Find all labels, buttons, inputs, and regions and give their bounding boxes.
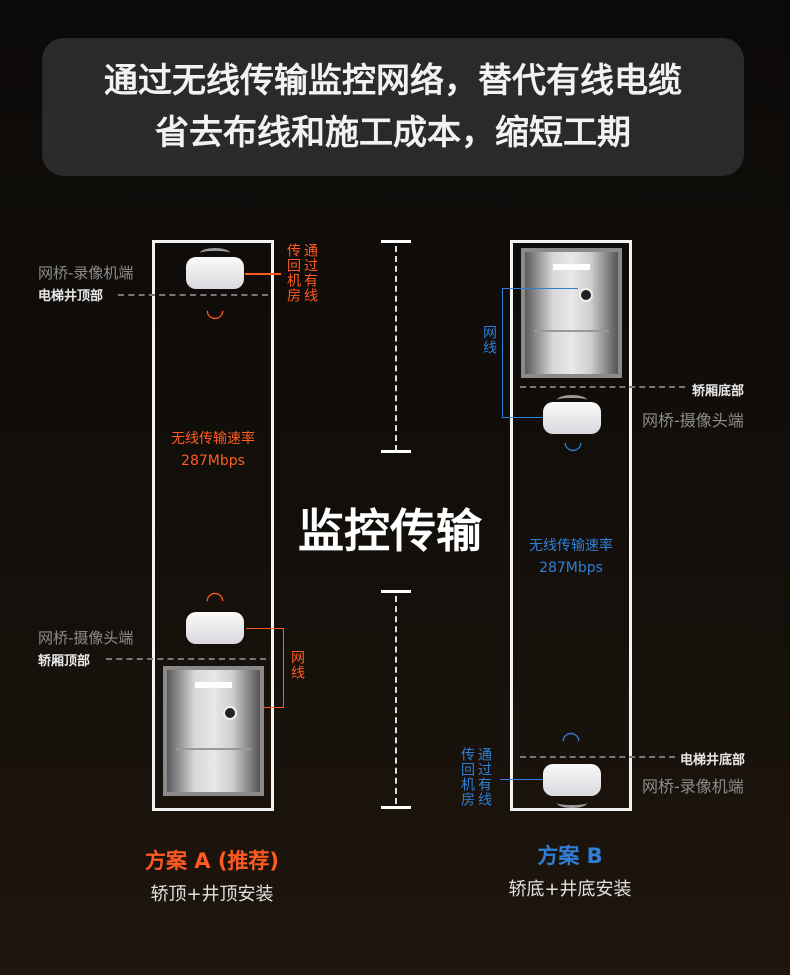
- plan-a-top-cable: [245, 273, 281, 275]
- plan-b-bottom-bridge-device: [543, 764, 601, 796]
- plan-b-bottom-mount: [557, 798, 587, 808]
- plan-a-bottom-dashline: [106, 658, 266, 660]
- plan-b-rate: 无线传输速率 287Mbps: [512, 535, 630, 579]
- plan-b-rate-label: 无线传输速率: [529, 538, 613, 554]
- headline-line-1: 通过无线传输监控网络，替代有线电缆: [104, 61, 682, 101]
- plan-a-bottom-position-label: 轿厢顶部: [38, 654, 91, 669]
- plan-a-cable-line: [246, 628, 284, 708]
- headline-banner: 通过无线传输监控网络，替代有线电缆 省去布线和施工成本，缩短工期: [42, 38, 744, 176]
- plan-b-bottom-device-label: 网桥-录像机端: [642, 777, 744, 796]
- plan-a-elevator-car: [163, 666, 264, 796]
- plan-b-rate-value: 287Mbps: [539, 560, 603, 576]
- plan-a-top-wifi-icon: ◠: [205, 299, 225, 324]
- plan-b-subtitle: 轿底+井底安装: [508, 879, 632, 900]
- plan-a-cable-to-room: 通过有线传回机房: [285, 243, 318, 303]
- camera-icon: [223, 706, 237, 720]
- plan-a-rate-value: 287Mbps: [181, 453, 245, 469]
- plan-b-car-position-label: 轿厢底部: [692, 384, 745, 399]
- plan-b-cable-line: [502, 288, 578, 418]
- plan-a-top-bridge-device: [186, 257, 244, 289]
- center-title: 监控传输: [298, 504, 482, 558]
- plan-b-bottom-dashline: [520, 756, 675, 758]
- plan-b-camera-device-label: 网桥-摄像头端: [642, 411, 744, 430]
- plan-a-rate: 无线传输速率 287Mbps: [154, 428, 272, 472]
- plan-a-rate-label: 无线传输速率: [171, 431, 255, 447]
- distance-ruler-top: [381, 240, 411, 455]
- plan-a-top-dashline: [118, 294, 268, 296]
- plan-b-top-wifi-icon: ◠: [563, 431, 583, 456]
- plan-a-shaft: [152, 240, 274, 811]
- plan-a-top-position-label: 电梯井顶部: [38, 289, 104, 304]
- plan-a-title: 方案 A (推荐): [144, 849, 280, 873]
- plan-b-title: 方案 B: [537, 844, 603, 868]
- plan-a-top-mount: [200, 248, 230, 258]
- plan-a-top-device-label: 网桥-录像机端: [38, 264, 134, 282]
- camera-icon: [579, 288, 593, 302]
- plan-b-cable-label: 网线: [481, 325, 497, 355]
- plan-b-elevator-car: [521, 248, 622, 378]
- plan-b-car-dashline: [520, 386, 685, 388]
- plan-b-top-mount: [557, 395, 587, 405]
- plan-a-bottom-bridge-device: [186, 612, 244, 644]
- plan-a-cable-label: 网线: [289, 650, 305, 680]
- plan-a-bottom-wifi-icon: ◠: [205, 588, 225, 613]
- plan-b-bottom-cable: [500, 779, 543, 780]
- plan-a-bottom-device-label: 网桥-摄像头端: [38, 629, 134, 647]
- plan-b-camera-bridge-device: [543, 402, 601, 434]
- headline-line-2: 省去布线和施工成本，缩短工期: [155, 113, 631, 153]
- plan-b-cable-to-room: 通过有线传回机房: [459, 747, 492, 807]
- distance-ruler-bottom: [381, 590, 411, 810]
- plan-b-bottom-position-label: 电梯井底部: [680, 753, 746, 768]
- plan-a-subtitle: 轿顶+井顶安装: [150, 884, 274, 905]
- plan-b-bottom-wifi-icon: ◠: [561, 728, 581, 753]
- plan-b-shaft: [510, 240, 632, 811]
